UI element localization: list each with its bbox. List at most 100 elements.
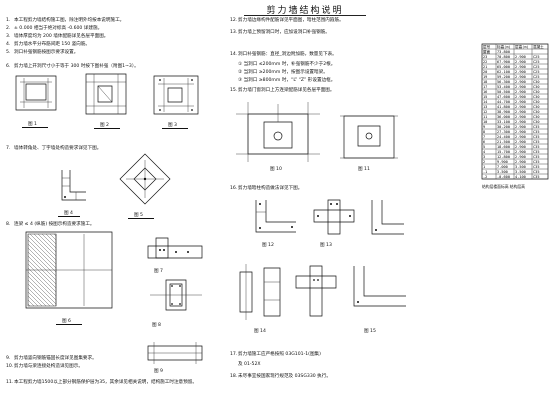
hatch-line [28, 224, 56, 252]
note-10: 10.剪力墙与梁连接处构造详见图示。 [6, 364, 83, 369]
note-8: 8.连梁 ≤ 4 (纵筋) 按图示构造要求施工。 [6, 222, 95, 227]
fig-2-caption-line [94, 128, 120, 129]
fig-opening-3 [152, 74, 202, 118]
fig-4-caption: 图 4 [64, 211, 73, 216]
fig-opening-2 [84, 72, 130, 118]
table-cell: C25 [533, 60, 540, 64]
table-cell: 18 [483, 80, 487, 84]
table-caption: 结构层楼面标高 结构层高 [482, 184, 525, 189]
table-cell: 17 [483, 85, 487, 89]
table-cell: 13 [483, 105, 487, 109]
table-cell: 73.800 [497, 50, 510, 54]
note-17: 17.剪力墙施工应严格按照 03G101-1(图集) [230, 352, 321, 357]
note-5: 5.洞口补强钢筋按图示要求设置。 [6, 50, 79, 55]
table-cell: 5 [483, 145, 485, 149]
hatch-line [28, 276, 56, 304]
note-11: 11.本工程剪力墙1500以上部分钢筋保护层为35，其余详见相关说明，结构施工时… [6, 380, 197, 385]
table-cell: 56.300 [497, 80, 510, 84]
note-14b: ② 当洞口 ≥200mm 时，按图示设置暗梁。 [238, 70, 328, 75]
table-cell: 30.200 [497, 125, 510, 129]
table-cell: 50.500 [497, 90, 510, 94]
table-cell: C35 [533, 170, 540, 174]
table-cell: 2.900 [515, 100, 526, 104]
note-13: 13.剪力墙上预留洞口时，应加设洞口补强钢筋。 [230, 30, 330, 35]
table-cell: 8 [483, 130, 485, 134]
table-header-cell: 标高(m) [497, 44, 511, 49]
fig-corner-4 [58, 168, 90, 206]
table-cell: 2 [483, 160, 485, 164]
hatch-line [28, 296, 56, 324]
table-cell: 2.900 [515, 55, 526, 59]
table-cell: 15.700 [497, 150, 510, 154]
fig-9-caption: 图 9 [154, 369, 163, 374]
fig-column-14 [368, 196, 408, 240]
table-cell: C25 [533, 70, 540, 74]
hatch-line [28, 300, 56, 328]
table-cell: 20 [483, 70, 487, 74]
table-cell: 2.900 [515, 135, 526, 139]
fig-3-caption: 图 3 [168, 123, 177, 128]
table-cell: 9.900 [497, 160, 508, 164]
hatch-line [28, 240, 56, 268]
fig-5-caption: 图 5 [134, 213, 143, 218]
table-cell: 9 [483, 125, 485, 129]
table-cell: 2.900 [515, 160, 526, 164]
table-cell: C35 [533, 175, 540, 179]
note-4: 4.剪力墙水平分布筋间距 150 竖向筋。 [6, 42, 91, 47]
fig-11-caption: 图 11 [358, 167, 370, 172]
hatch-line [28, 236, 56, 264]
fig-corner-5 [118, 152, 172, 210]
table-cell: 27.300 [497, 130, 510, 134]
table-cell: C35 [533, 155, 540, 159]
table-cell: 44.700 [497, 100, 510, 104]
note-1: 1.本工程剪力墙结构施工图，除注明外均按本说明施工。 [6, 18, 125, 23]
table-cell: 12.800 [497, 155, 510, 159]
table-cell: 2.900 [515, 140, 526, 144]
fig-3-caption-line [162, 128, 188, 129]
hatch-line [28, 264, 56, 292]
hatch-line [28, 216, 56, 244]
fig-6-caption-line [56, 324, 82, 325]
table-cell: 2.900 [515, 65, 526, 69]
table-cell: C35 [533, 125, 540, 129]
hatch-line [28, 248, 56, 276]
hatch-line [28, 272, 56, 300]
table-cell: 2.900 [515, 95, 526, 99]
table-cell: 22 [483, 60, 487, 64]
table-cell: C35 [533, 150, 540, 154]
table-cell: C35 [533, 165, 540, 169]
table-cell: C30 [533, 80, 540, 84]
table-cell: C35 [533, 135, 540, 139]
table-cell: 14 [483, 100, 487, 104]
fig-opening-1 [14, 74, 58, 116]
table-cell: C30 [533, 110, 540, 114]
table-cell: 3.500 [515, 170, 526, 174]
table-cell: 38.900 [497, 110, 510, 114]
fig-1-caption-line [22, 127, 48, 128]
table-cell: C25 [533, 75, 540, 79]
table-cell: C25 [533, 55, 540, 59]
table-cell: 屋面 [483, 49, 491, 54]
table-cell: C30 [533, 115, 540, 119]
fig-6-caption: 图 6 [62, 319, 71, 324]
table-cell: -0.600 [497, 175, 510, 179]
fig-section-8 [148, 278, 204, 316]
fig-4-caption-line [58, 216, 80, 217]
note-16: 16.剪力墙暗柱构造做法详见下图。 [230, 186, 303, 191]
table-cell: C35 [533, 145, 540, 149]
table-header-cell: 层高(m) [515, 44, 529, 49]
table-border [482, 44, 548, 179]
fig-plan-10 [234, 100, 322, 164]
table-cell: 2.900 [515, 125, 526, 129]
note-14c: ③ 当洞口 ≥800mm 时，“L” “Z” 形设置边框。 [238, 78, 336, 83]
fig-10-caption: 图 10 [270, 167, 282, 172]
table-cell: 36.000 [497, 115, 510, 119]
fig-14-caption: 图 14 [254, 329, 266, 334]
table-cell: 12 [483, 110, 487, 114]
hatch-line [28, 244, 56, 272]
hatch-line [28, 252, 56, 280]
table-cell: 21 [483, 65, 487, 69]
title-underline [244, 15, 366, 16]
